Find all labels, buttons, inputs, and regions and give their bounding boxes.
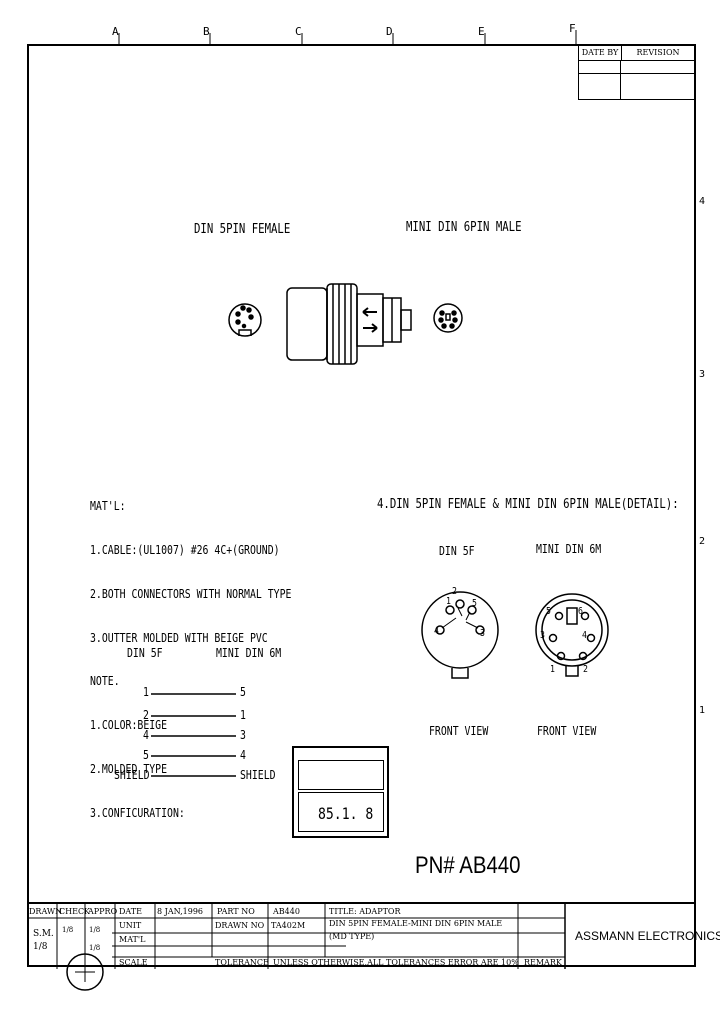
mini6-pin-2: 2 [583,664,588,675]
wire-left-1: 1 [143,685,149,699]
matl-label: MAT'L [119,935,146,944]
scale-label: SCALE [119,958,148,967]
note-item-1: 1.COLOR:BEIGE [90,718,168,733]
wiring-right-header: MINI DIN 6M [216,646,282,660]
mini6-pin-6: 6 [578,606,583,617]
din5-pin-5: 5 [472,598,477,609]
appro-header: APPRO [88,907,118,916]
date-value: 8 JAN,1996 [157,907,204,916]
tolerance-note: UNLESS OTHERWISE,ALL TOLERANCES ERROR AR… [273,958,519,967]
grid-col-e: E [478,25,485,38]
material-heading: MAT'L: [90,499,126,514]
part-number: PN# AB440 [415,852,521,879]
approval-seal [66,953,104,991]
grid-col-d: D [386,25,393,38]
grid-col-b: B [203,25,210,38]
grid-col-a: A [112,25,119,38]
wire-right-shield: SHIELD [240,768,276,782]
din5-front-view: FRONT VIEW [429,724,489,738]
grid-row-3: 3 [699,369,706,380]
material-item-1: 1.CABLE:(UL1007) #26 4C+(GROUND) [90,542,280,557]
check-header: CHECK [59,907,91,916]
mini6-pin-3: 3 [540,630,545,641]
check-mark-2: 1/8 [89,926,101,934]
stamp-date: 85.1. 8 [318,804,374,823]
wire-right-3: 3 [240,728,246,742]
date-by-header: DATE BY [579,46,622,61]
part-no-label: PART NO [217,907,255,916]
drawing-frame [27,44,696,967]
wire-left-4: 5 [143,748,149,762]
materials-notes: MAT'L: 1.CABLE:(UL1007) #26 4C+(GROUND) … [90,470,291,835]
stamp-box: 85.1. 8 [292,746,389,838]
check-mark-3: 1/8 [89,944,101,952]
note-heading: NOTE. [90,674,120,689]
label-mini-din6-male: MINI DIN 6PIN MALE [406,220,522,235]
wiring-left-header: DIN 5F [127,646,163,660]
adapter-drawing [228,283,463,365]
drawn-by-date: 1/8 [33,942,48,952]
tolerance-label: TOLERANCE [215,958,269,967]
unit-label: UNIT [119,921,142,930]
wire-left-shield: SHIELD [114,768,150,782]
company-name: ASSMANN ELECTRONICS [575,929,720,943]
drawn-no-label: DRAWN NO [215,921,265,930]
note-item-3: 3.CONFICURATION: [90,805,185,820]
wire-left-2: 2 [143,708,149,722]
title-line-3: (MD TYPE) [329,932,375,941]
note-item-2: 2.MOLDED TYPE [90,761,168,776]
din5-pin-4: 4 [434,626,439,637]
drawn-no-value: TA402M [271,921,306,930]
grid-row-2: 2 [699,536,706,547]
mini6-pin-4: 4 [582,630,587,641]
detail-mini6-label: MINI DIN 6M [536,542,602,556]
material-item-3: 3.OUTTER MOLDED WITH BEIGE PVC [90,630,268,645]
din5-pin-3: 3 [480,628,485,639]
remark-label: REMARK [524,958,562,967]
material-item-2: 2.BOTH CONNECTORS WITH NORMAL TYPE [90,586,292,601]
mini6-pin-1: 1 [550,664,555,675]
wire-right-4: 4 [240,748,246,762]
title-block: DRAWN CHECK APPRO S.M. 1/8 1/8 1/8 1/8 D… [27,902,720,969]
mini6-pin-5: 5 [546,606,551,617]
din5-pin-2: 2 [452,586,457,597]
wire-right-2: 1 [240,708,246,722]
grid-row-1: 1 [699,705,706,716]
din5-pin-1: 1 [446,596,451,607]
wire-left-3: 4 [143,728,149,742]
title-line-2: DIN 5PIN FEMALE-MINI DIN 6PIN MALE [329,919,503,928]
grid-col-c: C [295,25,302,38]
part-no-value: AB440 [273,907,300,916]
revision-header: REVISION [621,46,695,61]
column-tick-marks [118,30,577,44]
date-label: DATE [119,907,142,916]
grid-row-4: 4 [699,196,706,207]
drawn-by: S.M. [33,929,54,939]
detail-title: 4.DIN 5PIN FEMALE & MINI DIN 6PIN MALE(D… [377,497,679,512]
pinout-detail [421,591,609,679]
title-label: TITLE: ADAPTOR [329,907,401,916]
wire-right-1: 5 [240,685,246,699]
mini6-front-view: FRONT VIEW [537,724,597,738]
grid-col-f: F [569,22,576,35]
revision-block: DATE BY REVISION [578,46,695,100]
label-din5-female: DIN 5PIN FEMALE [194,222,291,237]
wiring-lines [151,693,236,777]
check-mark-1: 1/8 [62,926,74,934]
detail-din5-label: DIN 5F [439,544,475,558]
drawn-header: DRAWN [29,907,63,916]
